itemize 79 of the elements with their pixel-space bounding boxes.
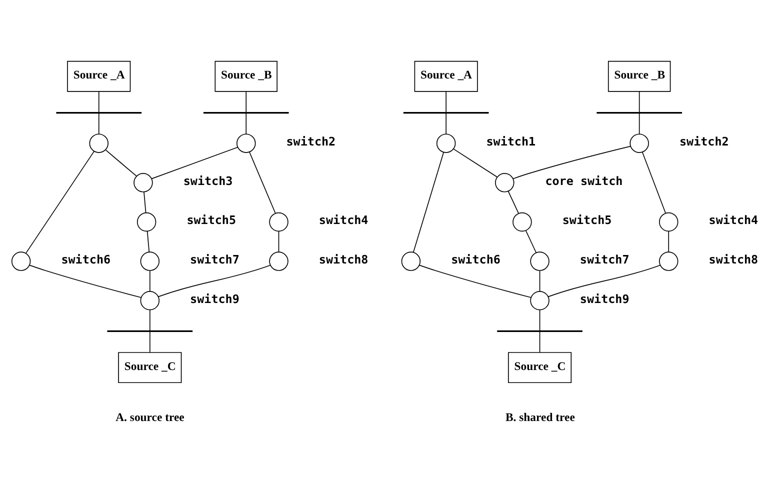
- connector: [151, 146, 238, 180]
- node-circle: [89, 134, 108, 153]
- node-circle: [495, 173, 514, 192]
- node-label: switch5: [562, 213, 612, 228]
- node-bar: [203, 112, 289, 114]
- node-circle: [436, 134, 456, 153]
- node-label: switch6: [61, 252, 111, 267]
- connector: [98, 91, 100, 113]
- node-label: switch3: [183, 174, 233, 188]
- node-label: switch9: [190, 292, 240, 306]
- connector: [278, 231, 280, 252]
- connector: [539, 310, 540, 332]
- node-label: switch7: [580, 252, 630, 267]
- connector: [249, 152, 276, 214]
- node-circle: [530, 291, 550, 310]
- connector: [539, 331, 540, 353]
- connector: [668, 231, 670, 252]
- node-label: switch1: [486, 134, 536, 149]
- connector: [105, 150, 137, 177]
- connector: [638, 91, 640, 113]
- node-circle: [269, 252, 288, 271]
- node-label: switch4: [318, 213, 368, 228]
- node-circle: [236, 134, 256, 153]
- connector: [548, 264, 661, 298]
- node-circle: [659, 252, 678, 271]
- connector: [413, 152, 444, 253]
- connector: [526, 230, 537, 254]
- connector: [29, 264, 142, 298]
- connector: [642, 152, 666, 214]
- label: B. shared tree: [505, 410, 575, 424]
- connector: [638, 112, 640, 134]
- connector: [26, 151, 94, 254]
- node-label: switch6: [451, 252, 500, 267]
- node-circle: [630, 134, 649, 153]
- node-label: switch8: [318, 252, 368, 267]
- node-circle: [269, 212, 288, 232]
- node-label: switch8: [708, 252, 758, 267]
- connector: [419, 264, 532, 298]
- connector: [98, 112, 100, 134]
- node-label: switch5: [186, 213, 236, 228]
- node-bar: [403, 112, 489, 114]
- node-circle: [140, 291, 160, 310]
- node-label: switch4: [708, 213, 758, 228]
- node-circle: [659, 212, 678, 232]
- node-label: switch9: [580, 292, 630, 306]
- node-circle: [134, 173, 153, 192]
- connector: [158, 264, 271, 298]
- node-box: Source _C: [118, 352, 182, 384]
- node-bar: [497, 330, 582, 332]
- node-circle: [401, 252, 421, 271]
- connector: [149, 270, 150, 292]
- node-bar: [56, 112, 142, 114]
- node-box: Source _B: [214, 60, 278, 92]
- connector: [539, 270, 540, 292]
- node-label: switch2: [680, 134, 729, 149]
- node-box: Source _A: [414, 60, 478, 92]
- connector: [508, 191, 520, 214]
- connector: [246, 91, 247, 113]
- connector: [149, 310, 150, 332]
- node-box: Source _B: [608, 60, 671, 92]
- connector: [246, 112, 247, 134]
- connector: [512, 146, 631, 180]
- node-circle: [530, 252, 550, 271]
- label: A. source tree: [116, 410, 184, 424]
- node-bar: [596, 112, 682, 114]
- node-circle: [140, 252, 160, 271]
- node-circle: [512, 212, 532, 232]
- connector: [146, 230, 150, 252]
- node-circle: [136, 212, 156, 232]
- node-label: core switch: [545, 174, 623, 188]
- node-bar: [107, 330, 193, 332]
- node-label: switch2: [286, 134, 336, 149]
- connector: [144, 191, 146, 213]
- node-label: switch7: [190, 252, 240, 267]
- node-box: Source _C: [508, 352, 572, 384]
- node-box: Source _A: [67, 60, 131, 92]
- node-circle: [11, 252, 31, 271]
- connector: [453, 148, 498, 178]
- connector: [149, 331, 150, 353]
